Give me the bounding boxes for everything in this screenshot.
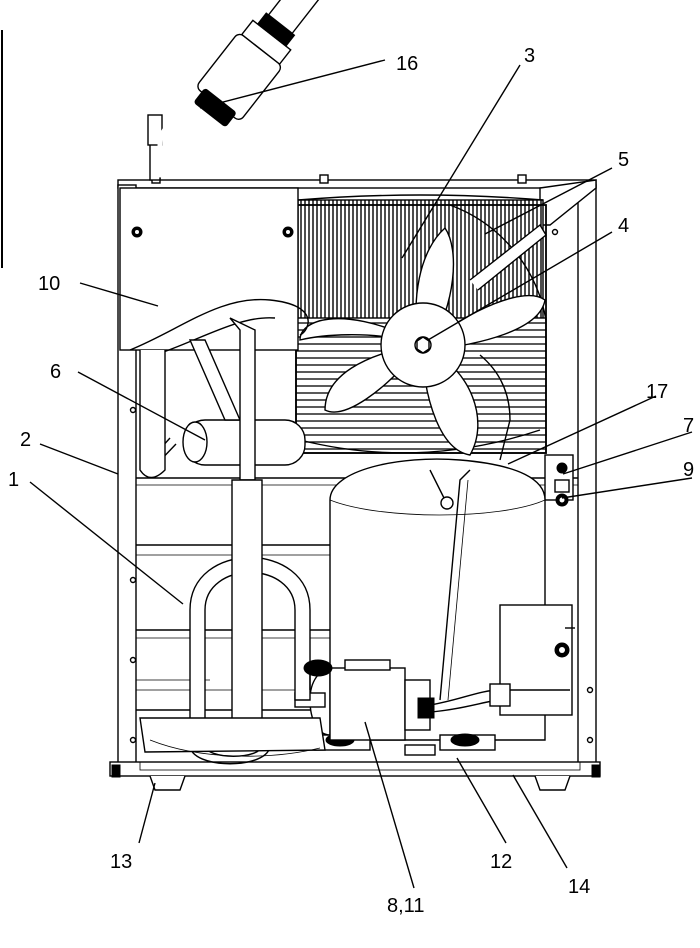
callout-12: 12	[490, 851, 512, 873]
foot-right	[534, 775, 571, 791]
callout-7: 7	[683, 415, 694, 437]
callout-6: 6	[50, 361, 61, 383]
callout-17: 17	[646, 381, 668, 403]
callout-5: 5	[618, 149, 629, 171]
control-box	[119, 187, 299, 351]
service-valve-hose	[147, 0, 343, 181]
callout-13: 13	[110, 851, 132, 873]
receiver-tank	[544, 454, 574, 507]
callout-1: 1	[8, 469, 19, 491]
fan-assembly	[295, 204, 547, 461]
leader-lines	[29, 59, 693, 889]
electrical-box	[417, 469, 575, 719]
callout-16: 16	[396, 53, 418, 75]
callout-labels: 16 3 5 4 10 6 17 7 2 9 1 13 12 14 8,11	[8, 45, 694, 917]
callout-8-11: 8,11	[387, 895, 424, 917]
drain-pan	[139, 717, 326, 757]
callout-14: 14	[568, 876, 590, 898]
callout-10: 10	[38, 273, 60, 295]
callout-2: 2	[20, 429, 31, 451]
callout-4: 4	[618, 215, 629, 237]
filter-drier	[149, 419, 306, 467]
suction-line	[129, 298, 309, 481]
callout-9: 9	[683, 459, 694, 481]
foot-left	[149, 775, 186, 791]
callout-3: 3	[524, 45, 535, 67]
